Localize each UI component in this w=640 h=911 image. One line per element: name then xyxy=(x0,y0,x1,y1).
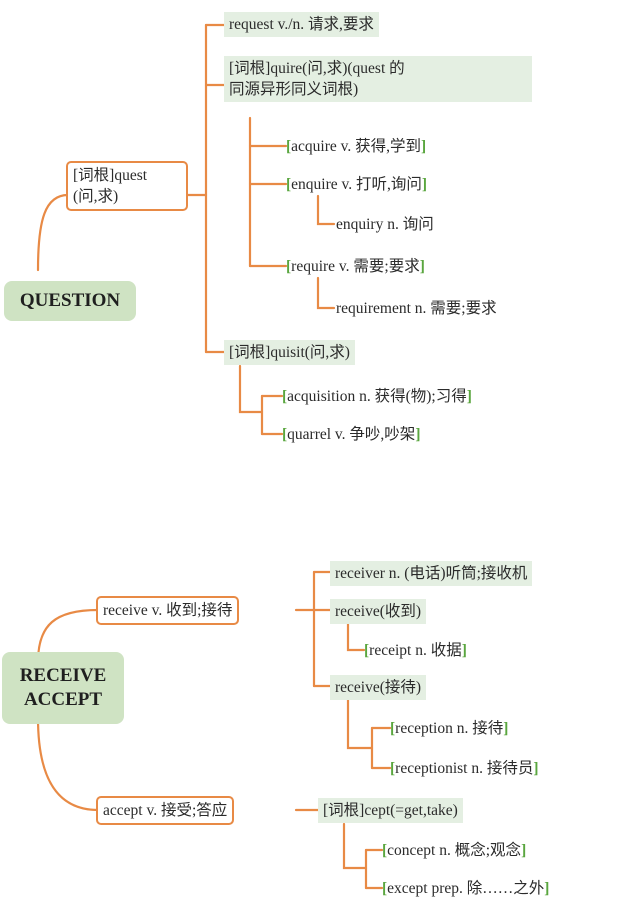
acquisition-node: [acquisition n. 获得(物);习得] xyxy=(282,386,472,407)
receive-get-label: receive(收到) xyxy=(335,603,422,620)
question-root-label: QUESTION xyxy=(19,290,121,311)
reception-node: [reception n. 接待] xyxy=(390,718,508,739)
left-bracket-icon: [ xyxy=(286,258,292,275)
require-node: [require v. 需要;要求] xyxy=(286,256,425,277)
receive-host-node: receive(接待) xyxy=(330,675,427,700)
require-label: require v. 需要;要求 xyxy=(291,258,420,275)
right-bracket-icon: ] xyxy=(544,880,550,897)
quest-root-line2: (问,求) xyxy=(73,188,119,205)
quest-root-node: [词根]quest (问,求) xyxy=(66,161,188,211)
accept-verb-label: accept v. 接受;答应 xyxy=(103,802,228,819)
enquiry-label: enquiry n. 询问 xyxy=(336,216,434,233)
quarrel-node: [quarrel v. 争吵,吵架] xyxy=(282,424,420,445)
receive-host-label: receive(接待) xyxy=(335,679,422,696)
quire-line1: [词根]quire(问,求)(quest 的 xyxy=(229,60,405,77)
question-root-node: QUESTION xyxy=(4,281,136,321)
quisit-label: [词根]quisit(问,求) xyxy=(229,344,350,361)
enquire-label: enquire v. 打听,询问 xyxy=(291,176,422,193)
receive-accept-root-node: RECEIVE ACCEPT xyxy=(2,652,124,724)
left-bracket-icon: [ xyxy=(382,880,388,897)
receiver-label: receiver n. (电话)听筒;接收机 xyxy=(335,565,528,582)
left-bracket-icon: [ xyxy=(286,176,292,193)
enquire-node: [enquire v. 打听,询问] xyxy=(286,174,427,195)
cept-node: [词根]cept(=get,take) xyxy=(318,798,463,823)
request-node: request v./n. 请求,要求 xyxy=(224,12,379,37)
right-bracket-icon: ] xyxy=(533,760,539,777)
right-bracket-icon: ] xyxy=(521,842,527,859)
receive-verb-label: receive v. 收到;接待 xyxy=(103,602,233,619)
left-bracket-icon: [ xyxy=(282,426,288,443)
requirement-node: requirement n. 需要;要求 xyxy=(336,298,497,319)
concept-label: concept n. 概念;观念 xyxy=(387,842,522,859)
quisit-node: [词根]quisit(问,求) xyxy=(224,340,355,365)
left-bracket-icon: [ xyxy=(286,138,292,155)
left-bracket-icon: [ xyxy=(382,842,388,859)
right-bracket-icon: ] xyxy=(415,426,421,443)
receive-root-line1: RECEIVE xyxy=(19,665,107,686)
cept-label: [词根]cept(=get,take) xyxy=(323,802,458,819)
receive-get-node: receive(收到) xyxy=(330,599,427,624)
right-bracket-icon: ] xyxy=(466,388,472,405)
receipt-label: receipt n. 收据 xyxy=(369,642,462,659)
acquire-label: acquire v. 获得,学到 xyxy=(291,138,422,155)
requirement-label: requirement n. 需要;要求 xyxy=(336,300,497,317)
quest-root-line1: [词根]quest xyxy=(73,167,148,184)
receptionist-label: receptionist n. 接待员 xyxy=(395,760,534,777)
accept-verb-node: accept v. 接受;答应 xyxy=(96,796,235,825)
receiver-node: receiver n. (电话)听筒;接收机 xyxy=(330,561,533,586)
receipt-node: [receipt n. 收据] xyxy=(364,640,467,661)
enquiry-node: enquiry n. 询问 xyxy=(336,214,434,235)
concept-node: [concept n. 概念;观念] xyxy=(382,840,526,861)
right-bracket-icon: ] xyxy=(419,258,425,275)
except-label: except prep. 除……之外 xyxy=(387,880,545,897)
left-bracket-icon: [ xyxy=(364,642,370,659)
acquisition-label: acquisition n. 获得(物);习得 xyxy=(287,388,467,405)
request-label: request v./n. 请求,要求 xyxy=(229,16,374,33)
right-bracket-icon: ] xyxy=(503,720,509,737)
left-bracket-icon: [ xyxy=(390,720,396,737)
receptionist-node: [receptionist n. 接待员] xyxy=(390,758,539,779)
left-bracket-icon: [ xyxy=(282,388,288,405)
acquire-node: [acquire v. 获得,学到] xyxy=(286,136,426,157)
right-bracket-icon: ] xyxy=(421,176,428,193)
quarrel-label: quarrel v. 争吵,吵架 xyxy=(287,426,416,443)
quire-line2: 同源异形同义词根) xyxy=(229,81,359,98)
right-bracket-icon: ] xyxy=(461,642,467,659)
quire-node: [词根]quire(问,求)(quest 的 同源异形同义词根) xyxy=(224,56,532,102)
except-node: [except prep. 除……之外] xyxy=(382,878,549,899)
receive-root-line2: ACCEPT xyxy=(23,689,103,710)
reception-label: reception n. 接待 xyxy=(395,720,504,737)
receive-verb-node: receive v. 收到;接待 xyxy=(96,596,240,625)
left-bracket-icon: [ xyxy=(390,760,396,777)
right-bracket-icon: ] xyxy=(421,138,427,155)
